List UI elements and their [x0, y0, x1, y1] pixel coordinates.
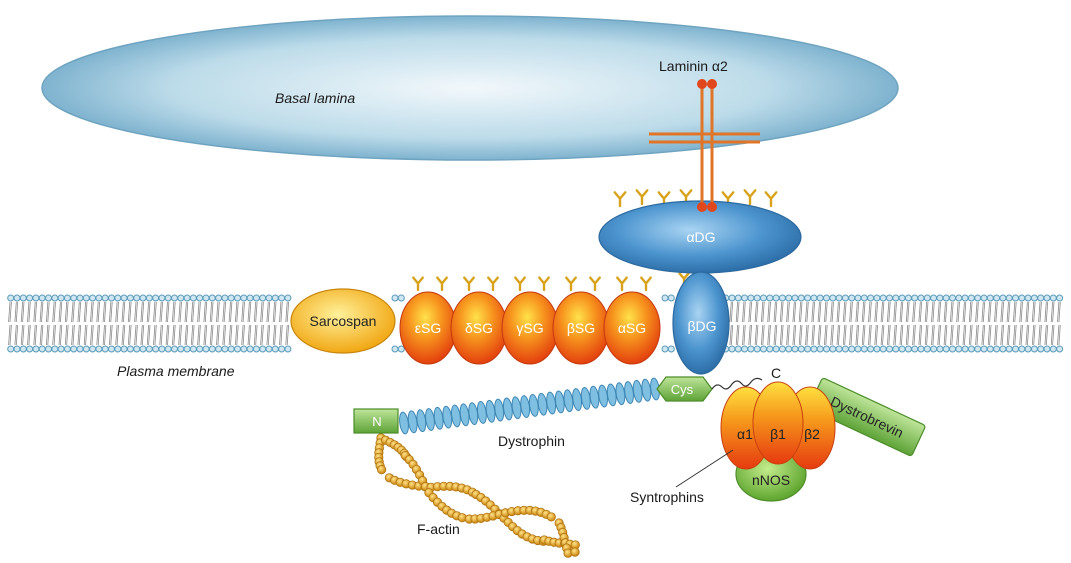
- sarcoglycan-gamma-label: γSG: [516, 320, 543, 336]
- cys-domain-label: Cys: [671, 382, 694, 397]
- sarcoglycan-epsilon-label: εSG: [415, 320, 441, 336]
- plasma-membrane-label: Plasma membrane: [117, 363, 235, 379]
- sarcoglycan-beta-label: βSG: [567, 320, 595, 336]
- syntrophins-label: Syntrophins: [630, 489, 704, 505]
- nnos-label: nNOS: [752, 472, 790, 488]
- c-terminus-label: C: [771, 365, 781, 381]
- syntrophin-beta1: [753, 382, 803, 464]
- sarcoglycan-alpha-label: αSG: [618, 320, 646, 336]
- sarcoglycan-delta-label: δSG: [465, 320, 493, 336]
- f-actin-filament: [375, 434, 580, 558]
- basal-lamina-label: Basal lamina: [275, 90, 355, 106]
- c-terminal-tail: [712, 378, 762, 389]
- dystrophin-rod: [398, 378, 660, 435]
- alpha-dystroglycan-label: αDG: [686, 229, 715, 245]
- sarcospan-label: Sarcospan: [310, 313, 377, 329]
- n-terminus-label: N: [372, 414, 381, 429]
- syntrophin-alpha1-label: α1: [737, 426, 753, 442]
- beta-dystroglycan-label: βDG: [687, 318, 716, 334]
- dystrophin-label: Dystrophin: [498, 433, 565, 449]
- sarcoglycan-complex: εSG δSG γSG βSG αSG: [400, 292, 660, 364]
- f-actin-label: F-actin: [417, 521, 460, 537]
- basal-lamina-shape: [42, 16, 898, 160]
- syntrophin-beta2-label: β2: [804, 426, 820, 442]
- syntrophins-pointer: [676, 450, 733, 487]
- laminin-alpha2-label: Laminin α2: [659, 58, 728, 74]
- syntrophin-beta1-label: β1: [770, 426, 786, 442]
